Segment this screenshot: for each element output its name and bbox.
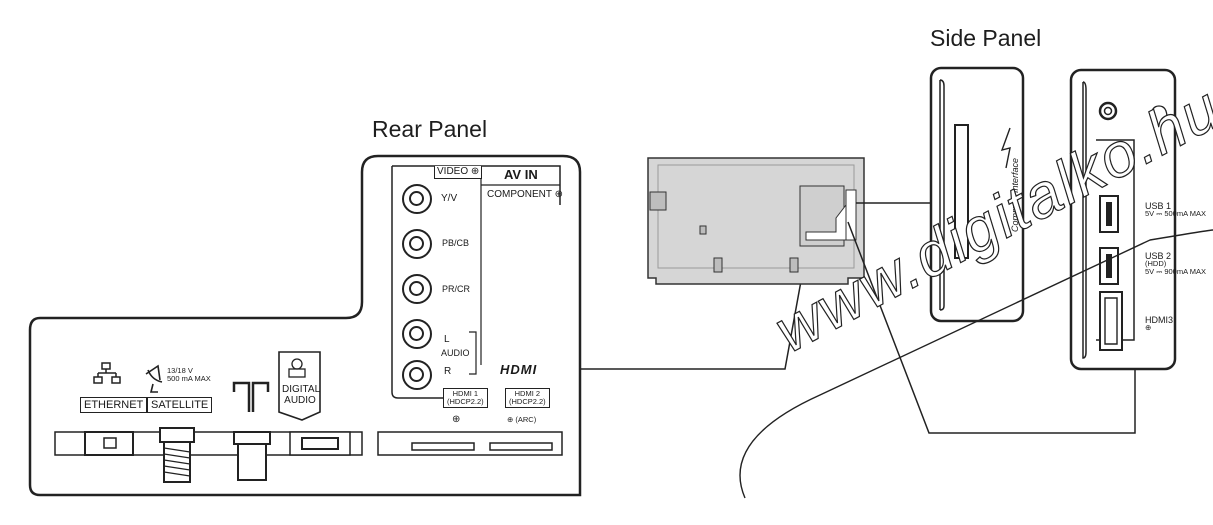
hdmi-1-port — [411, 442, 475, 451]
ethernet-label: ETHERNET — [80, 397, 148, 413]
side-panel-title: Side Panel — [930, 25, 1042, 51]
video-label: VIDEO ⊕ — [434, 166, 483, 179]
audio-r-label: R — [444, 366, 452, 377]
card-icon — [1000, 127, 1011, 169]
y-v-label: Y/V — [441, 193, 458, 204]
hdmi-3-port — [1099, 291, 1123, 351]
pr-cr-label: PR/CR — [442, 284, 471, 294]
video-y-jack — [402, 184, 432, 214]
side-panel-right — [1069, 68, 1177, 371]
hdmi-3-label: HDMI3⊕ — [1145, 315, 1174, 332]
rear-panel-connector-line — [580, 247, 808, 370]
audio-r-jack — [402, 360, 432, 390]
satellite-dish-icon — [145, 364, 163, 393]
audio-label: AUDIO — [441, 348, 470, 358]
hdmi-2-arc-label: ⊕ (ARC) — [507, 415, 537, 424]
component-label: COMPONENT ⊕ — [487, 189, 563, 200]
optical-port — [289, 431, 351, 456]
antenna-icon — [232, 381, 270, 412]
hdmi-logo: HDMI — [500, 362, 538, 377]
av-in-label: AV IN — [504, 167, 538, 182]
usb-2-label: USB 2(HDD)5V ⎓ 900mA MAX — [1145, 251, 1207, 276]
hdmi-2-port — [489, 442, 553, 451]
pb-cb-jack — [402, 229, 432, 259]
hdmi-1-label: HDMI 1(HDCP2.2) — [443, 388, 488, 408]
audio-l-jack — [402, 319, 432, 349]
hdmi-2-label: HDMI 2(HDCP2.2) — [505, 388, 550, 408]
watermark-ellipse — [739, 229, 1213, 499]
optical-icon — [288, 358, 306, 378]
pr-cr-jack — [402, 274, 432, 304]
pb-cb-label: PB/CB — [442, 238, 470, 248]
network-icon — [93, 362, 121, 384]
satellite-connector — [159, 427, 195, 443]
audio-l-label: L — [444, 334, 450, 345]
headphone-icon — [1150, 105, 1168, 119]
satellite-label: SATELLITE — [147, 397, 213, 413]
common-interface-slot — [954, 124, 969, 259]
ethernet-port — [84, 431, 134, 456]
antenna-connector — [233, 431, 271, 445]
side-panel-connector-line — [847, 221, 1136, 434]
rear-panel-title: Rear Panel — [372, 116, 488, 142]
